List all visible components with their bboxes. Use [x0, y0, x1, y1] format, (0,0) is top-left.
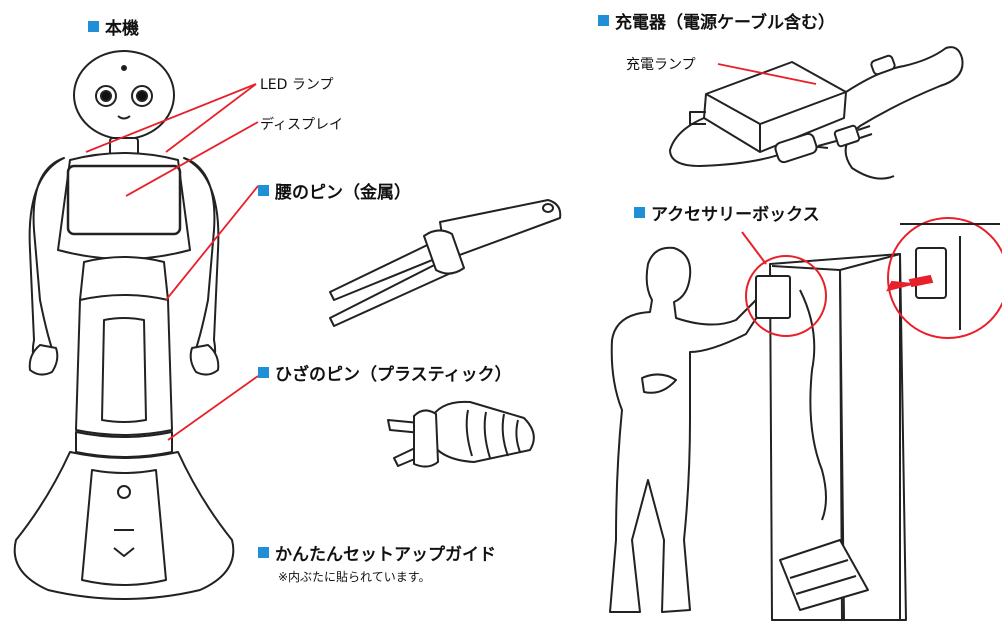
charger-lamp-leader: [717, 63, 817, 85]
display-label: ディスプレイ: [260, 117, 344, 133]
knee-pin-heading-text: ひざのピン（プラスティック）: [275, 365, 512, 385]
zoom-callout: [741, 217, 1002, 339]
bullet-square-icon: [258, 367, 269, 378]
waist-pin-heading-text: 腰のピン（金属）: [275, 183, 411, 203]
zoom-detail: [755, 223, 1000, 330]
guide-heading: かんたんセットアップガイド: [258, 540, 496, 565]
bullet-square-icon: [598, 15, 609, 26]
robot-heading: 本機: [88, 14, 139, 39]
guide-note: ※内ぶたに貼られています。: [278, 570, 431, 584]
guide-heading-text: かんたんセットアップガイド: [275, 545, 496, 565]
plastic-pin-illustration: [387, 400, 535, 468]
accessory-box-illustration: [609, 246, 907, 621]
arrow-icon: [886, 274, 934, 292]
robot-heading-text: 本機: [105, 19, 139, 39]
charger-heading: 充電器（電源ケーブル含む）: [598, 8, 835, 33]
robot-leader-lines: [85, 83, 259, 441]
bullet-square-icon: [88, 21, 99, 32]
knee-pin-heading: ひざのピン（プラスティック）: [258, 360, 512, 385]
led-lamp-label: LED ランプ: [260, 77, 334, 93]
accessory-box-heading-text: アクセサリーボックス: [651, 205, 820, 225]
robot-illustration: [13, 50, 235, 600]
bullet-square-icon: [258, 185, 269, 196]
metal-pin-illustration: [329, 199, 562, 327]
bullet-square-icon: [258, 547, 269, 558]
charging-lamp-label: 充電ランプ: [626, 57, 696, 73]
bullet-square-icon: [634, 207, 645, 218]
accessory-box-heading: アクセサリーボックス: [634, 200, 820, 225]
charger-heading-text: 充電器（電源ケーブル含む）: [615, 13, 835, 33]
ac-adapter-illustration: [669, 46, 964, 180]
waist-pin-heading: 腰のピン（金属）: [258, 178, 411, 203]
